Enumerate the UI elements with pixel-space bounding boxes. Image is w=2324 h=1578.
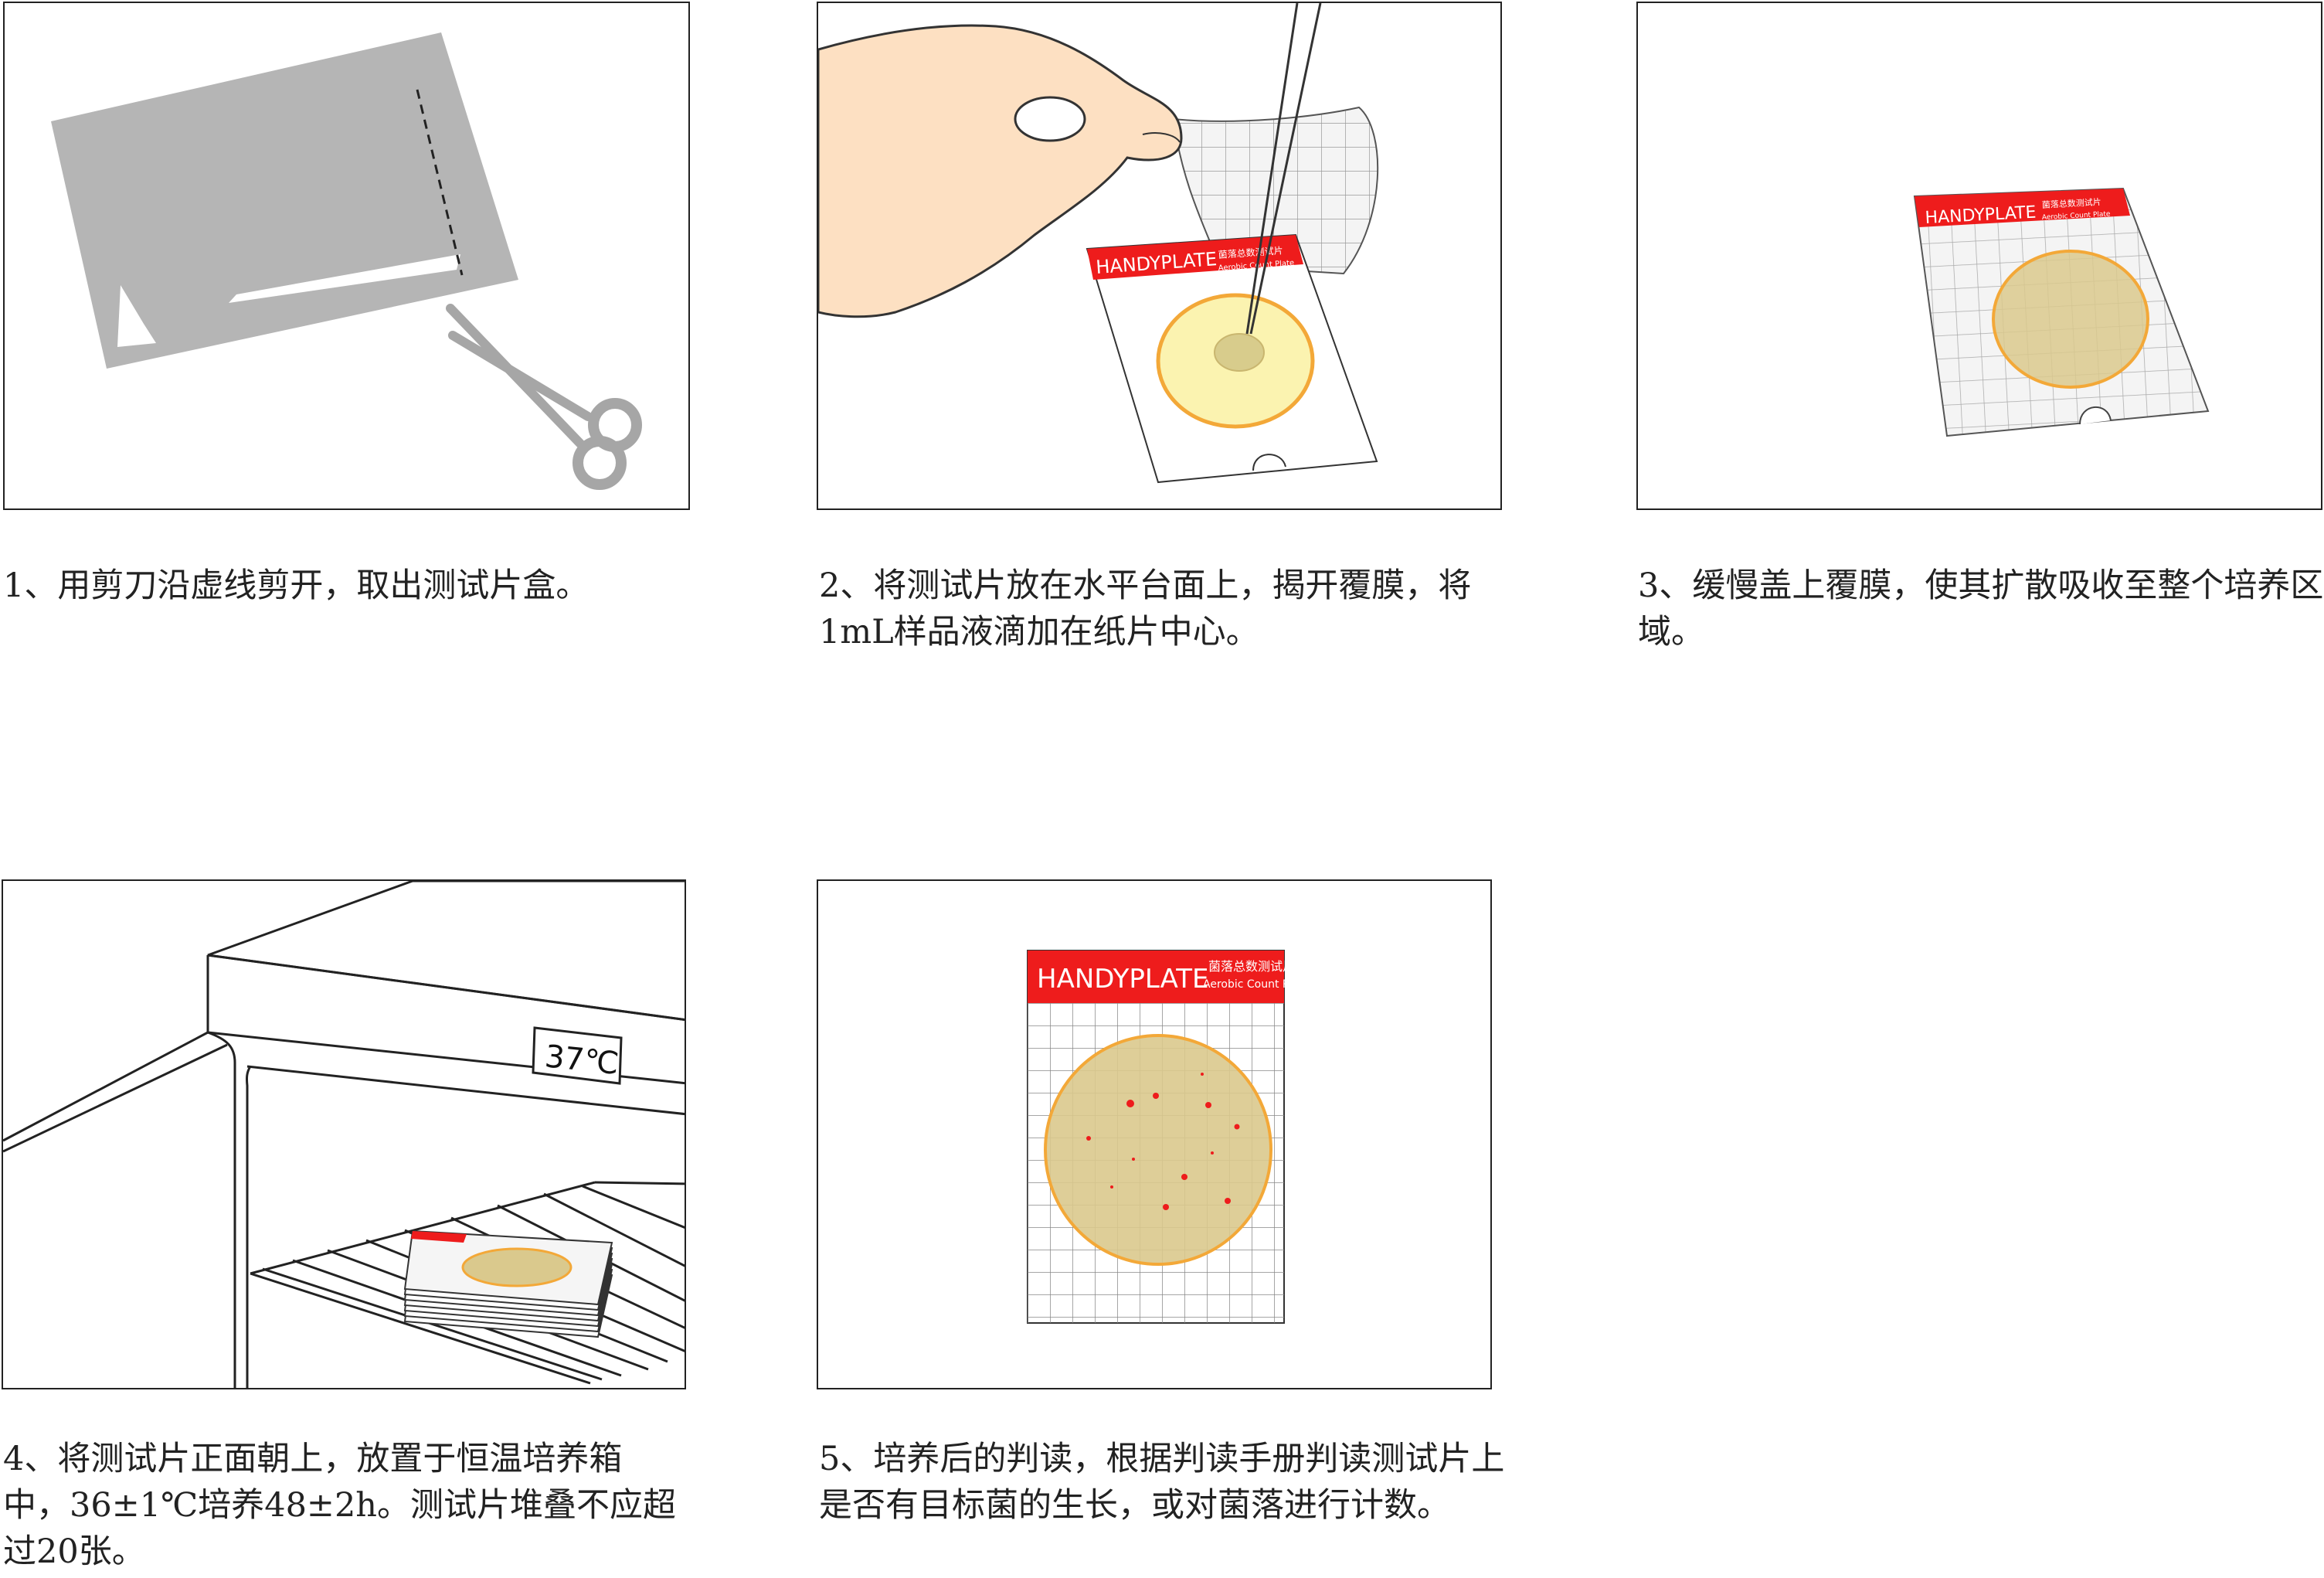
step-5-caption: 5、培养后的判读，根据判读手册判读测试片上是否有目标菌的生长，或对菌落进行计数。 [819,1440,1505,1525]
colony-dot-icon [1205,1102,1211,1108]
test-plate-icon: HANDYPLATE 菌落总数测试片 Aerobic Count Plate [1027,950,1310,1324]
scissors-icon [446,304,642,490]
pipette-icon [1245,3,1322,335]
colony-dot-icon [1132,1158,1135,1161]
step-1-panel [3,2,690,510]
step-5-panel: HANDYPLATE 菌落总数测试片 Aerobic Count Plate [817,879,1492,1389]
hand-icon [818,24,1183,318]
sample-drop [1214,333,1265,372]
test-plate-icon: HANDYPLATE 菌落总数测试片 Aerobic Count Plate [1086,233,1378,484]
temp-label: 37℃ [543,1039,620,1082]
colony-dot-icon [1110,1185,1113,1189]
step-2-caption: 2、将测试片放在水平台面上，揭开覆膜，将1mL样品液滴加在纸片中心。 [819,566,1472,651]
pouch-icon [51,32,518,369]
colony-dot-icon [1163,1204,1169,1210]
colony-dot-icon [1201,1073,1204,1076]
plate-name-en: Aerobic Count Plate [1203,978,1310,991]
test-plate-stack [403,1229,613,1338]
temp-display: 37℃ [532,1026,623,1085]
step-1-caption: 1、用剪刀沿虚线剪开，取出测试片盒。 [3,566,589,605]
plate-name-cn: 菌落总数测试片 [2041,196,2101,210]
colony-dot-icon [1211,1151,1214,1155]
colony-dot-icon [1126,1100,1134,1107]
step-3-caption: 3、缓慢盖上覆膜，使其扩散吸收至整个培养区域。 [1638,566,2324,651]
colonies [1086,1073,1240,1210]
colony-dot-icon [1153,1093,1159,1099]
plate-name-en: Aerobic Count Plate [2042,210,2112,222]
colony-dot-icon [1181,1174,1187,1180]
plate-brand: HANDYPLATE [1037,964,1208,995]
colony-dot-icon [1225,1198,1231,1204]
test-plate-icon: HANDYPLATE 菌落总数测试片 Aerobic Count Plate [1913,187,2210,437]
plate-name-cn: 菌落总数测试片 [1208,959,1295,974]
colony-dot-icon [1234,1124,1240,1130]
step-2-panel: HANDYPLATE 菌落总数测试片 Aerobic Count Plate [817,2,1502,510]
step-4-caption: 4、将测试片正面朝上，放置于恒温培养箱中，36±1℃培养48±2h。测试片堆叠不… [3,1440,677,1571]
colony-dot-icon [1086,1136,1091,1141]
step-4-panel: 37℃ [2,879,686,1389]
step-3-panel: HANDYPLATE 菌落总数测试片 Aerobic Count Plate [1636,2,2322,510]
